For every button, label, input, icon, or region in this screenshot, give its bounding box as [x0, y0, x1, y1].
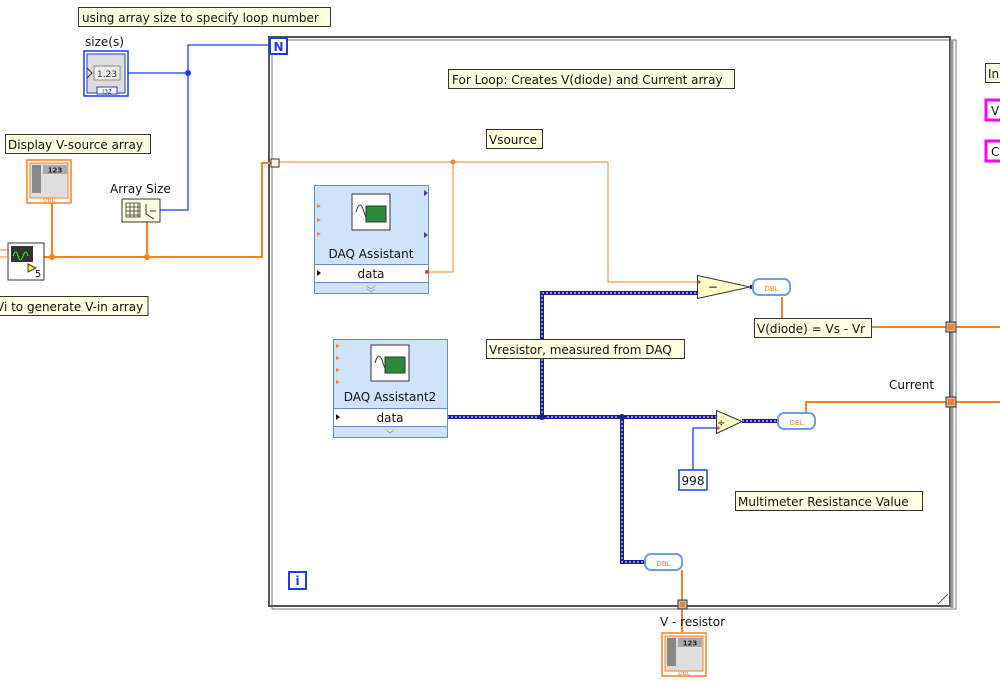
comment-for-loop: For Loop: Creates V(diode) and Current a… — [448, 69, 735, 89]
vdiode-output-tunnel[interactable] — [945, 321, 957, 333]
svg-text:data: data — [376, 411, 403, 425]
svg-text:DBL: DBL — [764, 285, 778, 293]
divide-function[interactable]: ÷ — [716, 409, 744, 435]
right-terminal-c[interactable]: C — [984, 139, 1000, 163]
array-size-label: Array Size — [110, 182, 171, 196]
svg-text:1.23: 1.23 — [97, 70, 117, 80]
subtract-function[interactable]: − — [697, 274, 751, 300]
svg-text:DBL: DBL — [43, 197, 56, 204]
comment-loop-number: using array size to specify loop number — [78, 7, 331, 27]
svg-text:DBL: DBL — [789, 419, 803, 427]
wires — [44, 44, 1000, 632]
v-resistor-indicator[interactable]: 123 DBL — [661, 632, 707, 677]
svg-text:DBL: DBL — [656, 560, 670, 568]
current-output-tunnel[interactable] — [945, 396, 957, 408]
svg-text:DAQ Assistant2: DAQ Assistant2 — [344, 390, 437, 404]
v-resistor-label: V - resistor — [660, 615, 725, 629]
svg-text:N: N — [273, 40, 283, 54]
svg-text:5: 5 — [35, 269, 41, 280]
svg-text:Vresistor, measured from DAQ: Vresistor, measured from DAQ — [489, 343, 672, 357]
comment-vresistor: Vresistor, measured from DAQ — [486, 339, 685, 359]
size-label: size(s) — [85, 35, 124, 49]
svg-text:Multimeter Resistance Value: Multimeter Resistance Value — [738, 495, 909, 509]
svg-text:DBL: DBL — [678, 670, 691, 677]
svg-text:In: In — [988, 67, 999, 81]
daq-assistant2[interactable]: DAQ Assistant2 data — [333, 339, 448, 438]
size-control[interactable]: 1.23 I32 — [83, 50, 129, 97]
svg-text:I32: I32 — [102, 89, 112, 96]
input-tunnel[interactable] — [270, 158, 280, 168]
svg-text:−: − — [708, 280, 718, 294]
svg-text:data: data — [357, 267, 384, 281]
svg-text:Vsource: Vsource — [489, 133, 537, 147]
resistance-constant[interactable]: 998 — [678, 469, 708, 491]
svg-text:DAQ Assistant: DAQ Assistant — [329, 247, 414, 261]
svg-text:Vi to generate V-in array: Vi to generate V-in array — [0, 300, 143, 314]
convert-from-dynamic-data-1[interactable]: DBL — [752, 278, 791, 296]
simulate-signal-express-vi[interactable]: 5 — [0, 242, 45, 281]
comment-generate-vin: Vi to generate V-in array — [0, 296, 149, 316]
svg-text:Display V-source array: Display V-source array — [8, 138, 143, 152]
convert-from-dynamic-data-3[interactable]: DBL — [644, 553, 683, 571]
comment-right-partial: In — [985, 63, 1000, 83]
svg-text:C: C — [991, 145, 999, 159]
comment-display-vsource: Display V-source array — [5, 134, 151, 154]
svg-text:V(diode) = Vs - Vr: V(diode) = Vs - Vr — [757, 322, 865, 336]
comment-vdiode: V(diode) = Vs - Vr — [754, 318, 872, 338]
svg-text:For Loop: Creates V(diode) and: For Loop: Creates V(diode) and Current a… — [452, 73, 723, 87]
comment-multimeter: Multimeter Resistance Value — [735, 491, 923, 511]
comment-vsource: Vsource — [486, 129, 543, 149]
array-size-function[interactable] — [121, 198, 161, 223]
svg-text:123: 123 — [683, 640, 698, 648]
current-label: Current — [889, 378, 934, 392]
svg-text:i: i — [295, 574, 299, 588]
daq-assistant[interactable]: DAQ Assistant data — [314, 185, 430, 294]
svg-text:÷: ÷ — [717, 418, 725, 429]
svg-text:V: V — [991, 104, 1000, 118]
convert-from-dynamic-data-2[interactable]: DBL — [777, 412, 816, 430]
loop-iteration-terminal[interactable]: i — [288, 571, 307, 590]
right-terminal-v[interactable]: V — [984, 98, 1000, 122]
loop-count-terminal[interactable]: N — [269, 37, 288, 55]
vsource-array-indicator[interactable]: 123 DBL — [26, 159, 72, 204]
vresistor-output-tunnel[interactable] — [677, 599, 688, 610]
svg-text:123: 123 — [48, 167, 63, 175]
svg-text:998: 998 — [682, 474, 705, 488]
svg-text:using array size to specify lo: using array size to specify loop number — [82, 11, 319, 25]
